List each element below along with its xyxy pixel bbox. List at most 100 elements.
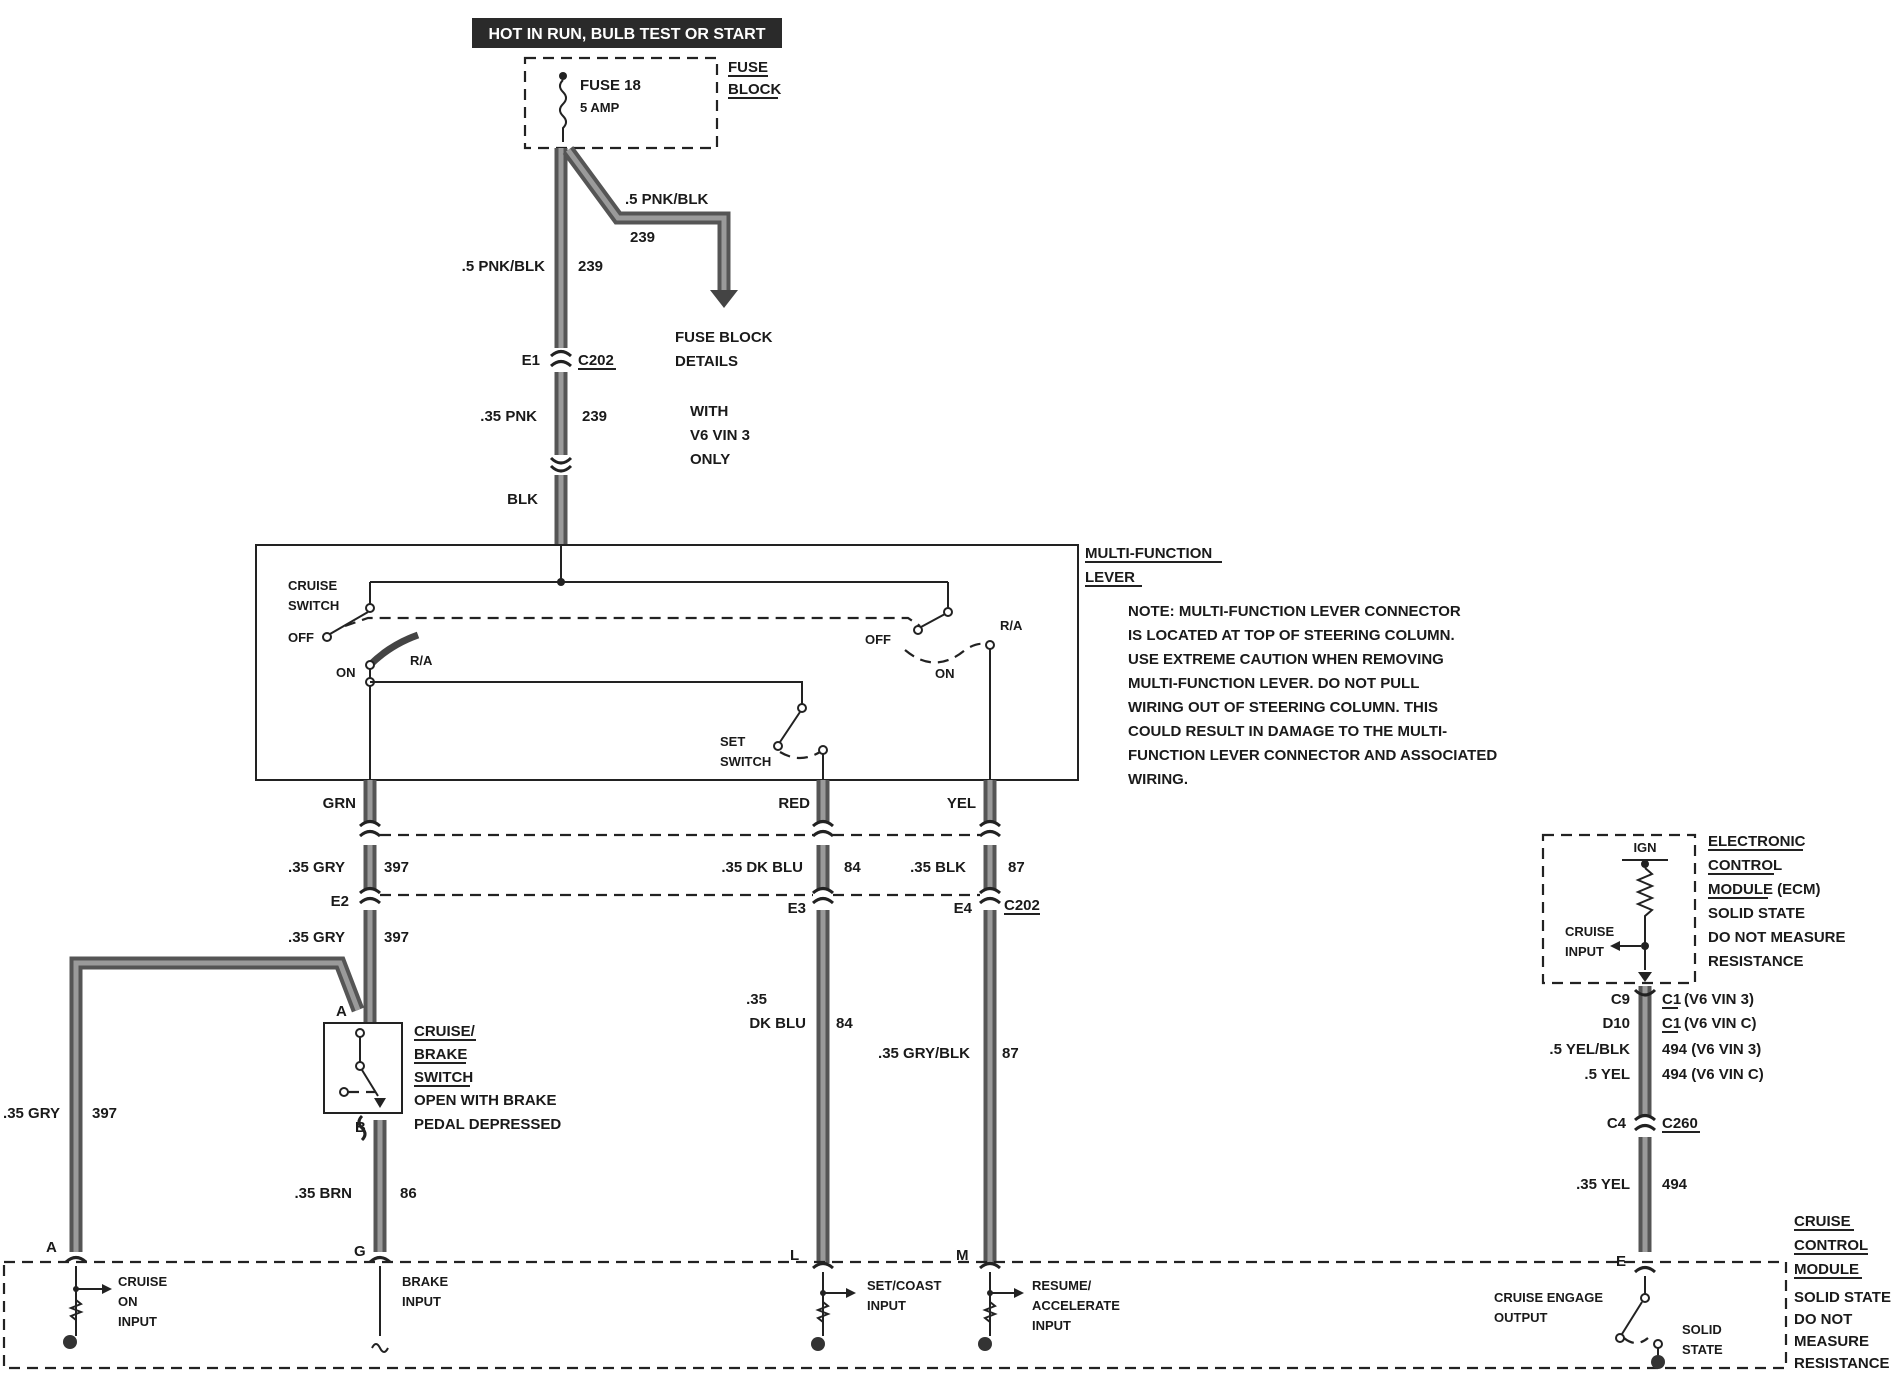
note-line-3: MULTI-FUNCTION LEVER. DO NOT PULL [1128, 675, 1419, 692]
conn-e3: E3 [788, 900, 806, 917]
dkblu-lower-size-1: .35 [746, 991, 767, 1008]
blk-upper-circuit: 87 [1008, 859, 1025, 876]
yelblk-circuit: 494 (V6 VIN 3) [1662, 1041, 1761, 1058]
with-line3: ONLY [690, 451, 730, 468]
fuse-name: FUSE 18 [580, 77, 641, 94]
ra-right: R/A [1000, 618, 1023, 633]
yelblk-size: .5 YEL/BLK [1549, 1041, 1630, 1058]
on-right: ON [935, 666, 955, 681]
gry-upper-size: .35 GRY [288, 859, 345, 876]
conn-e1: E1 [522, 352, 540, 369]
resume-2: ACCELERATE [1032, 1298, 1120, 1313]
brn-size: .35 BRN [294, 1185, 352, 1202]
conn-c1-b-note: (V6 VIN C) [1684, 1015, 1757, 1032]
note-line-6: FUNCTION LEVER CONNECTOR AND ASSOCIATED [1128, 747, 1497, 764]
conn-c1-a-note: (V6 VIN 3) [1684, 991, 1754, 1008]
off-left: OFF [288, 630, 314, 645]
brn-circuit: 86 [400, 1185, 417, 1202]
pin-e: E [1616, 1253, 1626, 1270]
yel35-size: .35 YEL [1576, 1176, 1630, 1193]
brake-switch-title-1: CRUISE/ [414, 1023, 476, 1040]
engage-1: CRUISE ENGAGE [1494, 1290, 1603, 1305]
yel35-circuit: 494 [1662, 1176, 1688, 1193]
conn-c1-a: C1 [1662, 991, 1681, 1008]
resistor-icon [1635, 867, 1655, 970]
pin-g: G [354, 1243, 366, 1260]
brake-switch-desc-1: OPEN WITH BRAKE [414, 1092, 557, 1109]
dkblu-upper-circuit: 84 [844, 859, 861, 876]
set-switch-2: SWITCH [720, 754, 771, 769]
cruise-on-2: ON [118, 1294, 138, 1309]
branch-circuit: 239 [630, 229, 655, 246]
fuse-block-title-1: FUSE [728, 59, 768, 76]
note-line-4: WIRING OUT OF STEERING COLUMN. THIS [1128, 699, 1438, 716]
mfl-note: NOTE: MULTI-FUNCTION LEVER CONNECTOR IS … [1128, 603, 1497, 788]
cruise-control-module: CRUISE CONTROL MODULE SOLID STATE DO NOT… [2, 1213, 1891, 1372]
details-line2: DETAILS [675, 353, 738, 370]
yel5-size: .5 YEL [1584, 1066, 1630, 1083]
fuse-block-title-2: BLOCK [728, 81, 781, 98]
gry-left-circuit: 397 [92, 1105, 117, 1122]
cruise-on-1: CRUISE [118, 1274, 167, 1289]
ecm-desc-1: DO NOT MEASURE [1708, 929, 1846, 946]
grybk-lower-size: .35 GRY/BLK [878, 1045, 970, 1062]
pin-a-switch: A [336, 1003, 347, 1020]
note-line-1: IS LOCATED AT TOP OF STEERING COLUMN. [1128, 627, 1455, 644]
fuse-rating: 5 AMP [580, 100, 620, 115]
brake-input-1: BRAKE [402, 1274, 449, 1289]
main-circuit: 239 [578, 258, 603, 275]
brake-input-2: INPUT [402, 1294, 441, 1309]
note-line-0: NOTE: MULTI-FUNCTION LEVER CONNECTOR [1128, 603, 1461, 620]
ccm-desc-3: RESISTANCE [1794, 1355, 1890, 1372]
note-line-2: USE EXTREME CAUTION WHEN REMOVING [1128, 651, 1444, 668]
arrow-right-icon [102, 1284, 112, 1294]
wire-397-left [69, 956, 365, 1252]
on-left: ON [336, 665, 356, 680]
gry-left-size: .35 GRY [3, 1105, 60, 1122]
setcoast-1: SET/COAST [867, 1278, 941, 1293]
cruise-switch-1: CRUISE [288, 578, 337, 593]
branch-size: .5 PNK/BLK [625, 191, 709, 208]
solid-2: STATE [1682, 1342, 1723, 1357]
ccm-title-0: CRUISE [1794, 1213, 1851, 1230]
grn-label: GRN [323, 795, 356, 812]
engage-2: OUTPUT [1494, 1310, 1548, 1325]
conn-c202-mid: C202 [1004, 897, 1040, 914]
main-size: .5 PNK/BLK [462, 258, 546, 275]
conn-c202-top: C202 [578, 352, 614, 369]
ecm-title-2: MODULE (ECM) [1708, 881, 1821, 898]
connector-splice [549, 456, 573, 473]
conn-c1-b: C1 [1662, 1015, 1681, 1032]
ecm-desc-0: SOLID STATE [1708, 905, 1805, 922]
ecm-title-1: CONTROL [1708, 857, 1782, 874]
fuse-icon [559, 79, 567, 142]
mfl-title-2: LEVER [1085, 569, 1135, 586]
pin-a: A [46, 1239, 57, 1256]
ra-left: R/A [410, 653, 433, 668]
pin-l: L [790, 1247, 799, 1264]
ecm-cruise-input-1: CRUISE [1565, 924, 1614, 939]
yel5-circuit: 494 (V6 VIN C) [1662, 1066, 1764, 1083]
ccm-title-1: CONTROL [1794, 1237, 1868, 1254]
power-header: HOT IN RUN, BULB TEST OR START [472, 18, 782, 48]
gry-lower-circuit: 397 [384, 929, 409, 946]
multifunction-lever: MULTI-FUNCTION LEVER CRUISE SWITCH OFF O… [255, 544, 1222, 781]
brake-switch-title-2: BRAKE [414, 1046, 467, 1063]
connector-c202-top [549, 350, 573, 368]
setcoast-2: INPUT [867, 1298, 906, 1313]
fuse-block: FUSE BLOCK FUSE 18 5 AMP [523, 56, 781, 150]
wire-239-branch [562, 146, 738, 308]
note-line-7: WIRING. [1128, 771, 1188, 788]
connector-row-2 [358, 887, 1002, 905]
set-switch-1: SET [720, 734, 745, 749]
resume-3: INPUT [1032, 1318, 1071, 1333]
ecm-title-0: ELECTRONIC [1708, 833, 1806, 850]
ecm-ign: IGN [1633, 840, 1656, 855]
brake-switch-title-3: SWITCH [414, 1069, 473, 1086]
blk-upper-size: .35 BLK [910, 859, 966, 876]
with-line2: V6 VIN 3 [690, 427, 750, 444]
ecm-desc-2: RESISTANCE [1708, 953, 1804, 970]
cruise-on-3: INPUT [118, 1314, 157, 1329]
ecm-cruise-input-2: INPUT [1565, 944, 1604, 959]
